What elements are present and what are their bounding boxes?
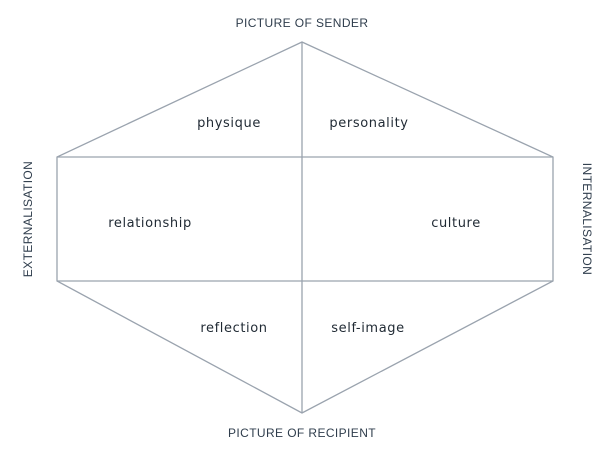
- facet-label-relationship: relationship: [108, 216, 192, 231]
- facet-label-physique: physique: [197, 116, 261, 131]
- axis-label-left: EXTERNALISATION: [21, 161, 35, 277]
- facet-label-culture: culture: [431, 216, 481, 231]
- facet-label-reflection: reflection: [200, 321, 267, 336]
- facet-label-self-image: self-image: [331, 321, 404, 336]
- facet-label-personality: personality: [329, 116, 408, 131]
- axis-label-top: PICTURE OF SENDER: [236, 16, 369, 30]
- axis-label-bottom: PICTURE OF RECIPIENT: [228, 426, 376, 440]
- axis-label-right: INTERNALISATION: [580, 163, 594, 275]
